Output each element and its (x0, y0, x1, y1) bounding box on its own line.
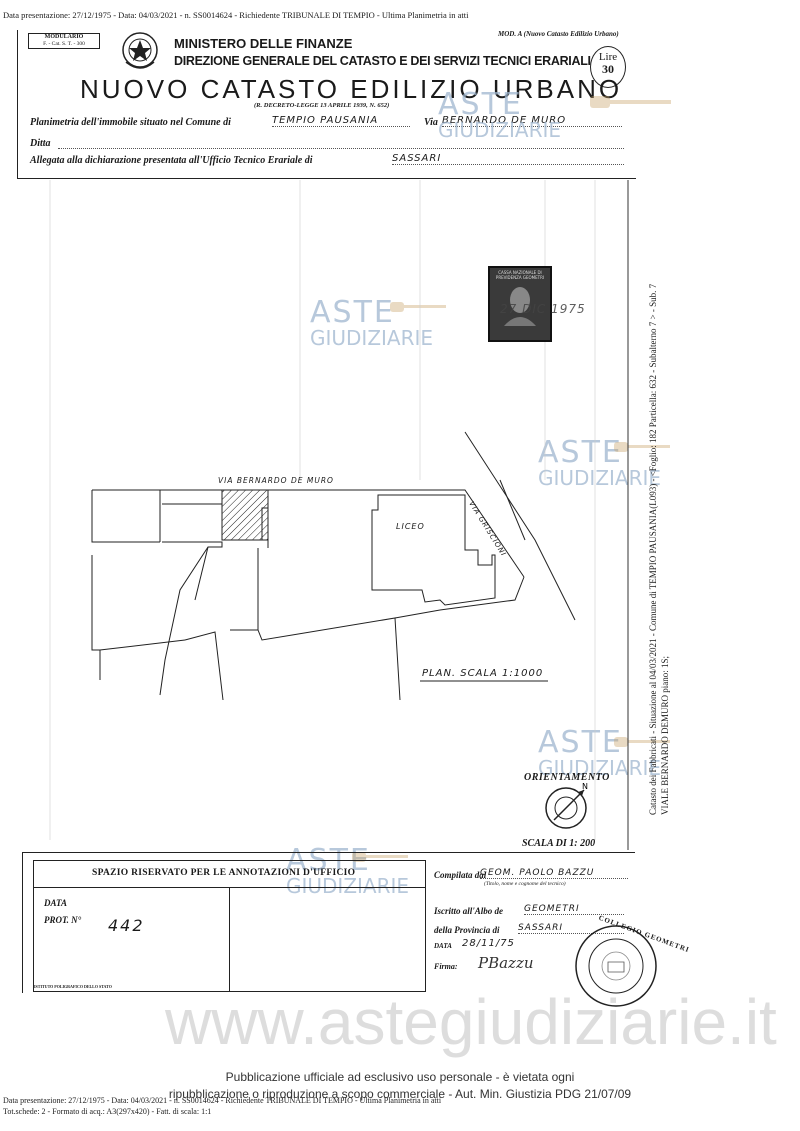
ufficio-data-label: DATA (44, 898, 68, 908)
footer-line-1: Data presentazione: 27/12/1975 - Data: 0… (3, 1096, 442, 1105)
header-frame (17, 30, 636, 179)
provincia-value: SASSARI (518, 923, 624, 934)
watermark-1: ASTE GIUDIZIARIE (438, 87, 562, 142)
watermark-line1: ASTE (538, 725, 623, 760)
document-title: NUOVO CATASTO EDILIZIO URBANO (80, 74, 623, 104)
planimetria-label: Planimetria dell'immobile situato nel Co… (30, 117, 231, 128)
revenue-stamp: CASSA NAZIONALE DI PREVIDENZA GEOMETRI (488, 266, 552, 342)
comune-value: TEMPIO PAUSANIA (272, 115, 410, 127)
liceo-label: LICEO (396, 522, 425, 531)
ufficio-prot-label: PROT. N° (44, 915, 82, 925)
allegata-label: Allegata alla dichiarazione presentata a… (30, 155, 313, 166)
watermark-line2: GIUDIZIARIE (538, 466, 662, 490)
compilata-note: (Titolo, nome e cognome del tecnico) (484, 881, 566, 887)
stamp-date: 27 DIC 1975 (500, 302, 586, 316)
gavel-watermark-icon (390, 302, 446, 312)
watermark-line2: GIUDIZIARIE (538, 756, 662, 780)
site-plan-map (91, 431, 576, 701)
compilata-label: Compilata dal (434, 870, 487, 880)
stamp-text: CASSA NAZIONALE DI PREVIDENZA GEOMETRI (495, 270, 545, 280)
printer-label: ISTITUTO POLIGRAFICO DELLO STATO (34, 984, 112, 989)
header-line: Data presentazione: 27/12/1975 - Data: 0… (3, 10, 469, 20)
plan-scale-label: PLAN. SCALA 1:1000 (422, 668, 544, 679)
collegio-seal-icon (575, 925, 657, 1007)
albo-value: GEOMETRI (524, 904, 624, 915)
republic-emblem-icon (122, 32, 158, 69)
bottom-frame (22, 852, 635, 993)
publication-line-2: ripubblicazione o riproduzione a scopo c… (168, 1087, 632, 1101)
side-text-2: VIALE BERNARDO DEMURO piano: 1S; (660, 656, 670, 815)
ditta-line (58, 148, 624, 149)
footer-line-2: Tot.schede: 2 - Formato di acq.: A3(297x… (3, 1107, 212, 1116)
price-value: 30 (602, 62, 614, 76)
watermark-line1: ASTE (438, 87, 523, 122)
ministry-title: MINISTERO DELLE FINANZE (174, 36, 353, 51)
gavel-watermark-icon (590, 96, 671, 108)
via-label: Via (424, 117, 438, 128)
decree-line: (R. DECRETO-LEGGE 13 APRILE 1939, N. 652… (254, 102, 390, 109)
firma-label: Firma: (434, 962, 458, 971)
ufficio-value: SASSARI (392, 153, 624, 165)
watermark-line2: GIUDIZIARIE (438, 118, 562, 142)
mod-a-label: MOD. A (Nuovo Catasto Edilizio Urbano) (498, 30, 619, 38)
modulario-line2: F. - Cat. S. T. - 300 (43, 41, 85, 47)
provincia-label: della Provincia di (434, 925, 500, 935)
watermark-line2: GIUDIZIARIE (310, 326, 434, 350)
compilata-value: GEOM. PAOLO BAZZU (480, 868, 628, 879)
watermark-3: ASTE GIUDIZIARIE (538, 435, 662, 490)
publication-line-1: Pubblicazione ufficiale ad esclusivo uso… (225, 1070, 575, 1084)
street-label-top: VIA BERNARDO DE MURO (218, 476, 334, 485)
watermark-line1: ASTE (310, 295, 395, 330)
side-text-1: Catasto dei Fabbricati - Situazione al 0… (648, 283, 658, 815)
stamp-portrait-icon (504, 287, 536, 326)
watermark-4: ASTE GIUDIZIARIE (538, 725, 662, 780)
price-badge: Lire 30 (590, 46, 626, 88)
gavel-watermark-icon (614, 737, 670, 747)
direction-title: DIREZIONE GENERALE DEL CATASTO E DEI SER… (174, 54, 591, 68)
ufficio-box-title: SPAZIO RISERVATO PER LE ANNOTAZIONI D'UF… (92, 868, 356, 878)
data-value: 28/11/75 (462, 938, 515, 949)
gavel-watermark-icon (614, 442, 670, 452)
via-value: BERNARDO DE MURO (442, 115, 622, 127)
albo-label: Iscritto all'Albo de (434, 906, 504, 916)
scala-label: SCALA DI 1: 200 (522, 838, 596, 849)
data-label: DATA (434, 942, 452, 950)
price-label: Lire (598, 51, 618, 63)
ditta-label: Ditta (30, 138, 51, 149)
firma-signature: PBazzu (478, 954, 534, 972)
watermark-2: ASTE GIUDIZIARIE (310, 295, 434, 350)
watermark-line2: GIUDIZIARIE (286, 874, 410, 898)
ufficio-prot-value: 442 (108, 916, 145, 935)
site-watermark: www.astegiudiziarie.it (165, 986, 777, 1058)
compass-icon: N (545, 782, 588, 829)
svg-text:N: N (582, 782, 588, 791)
modulario-line1: MODULARIO (44, 34, 84, 40)
modulario-box: MODULARIO F. - Cat. S. T. - 300 (28, 33, 100, 49)
orientamento-label: ORIENTAMENTO (524, 772, 610, 783)
watermark-line1: ASTE (538, 435, 623, 470)
gavel-watermark-icon (352, 852, 408, 862)
ufficio-box (33, 860, 426, 992)
